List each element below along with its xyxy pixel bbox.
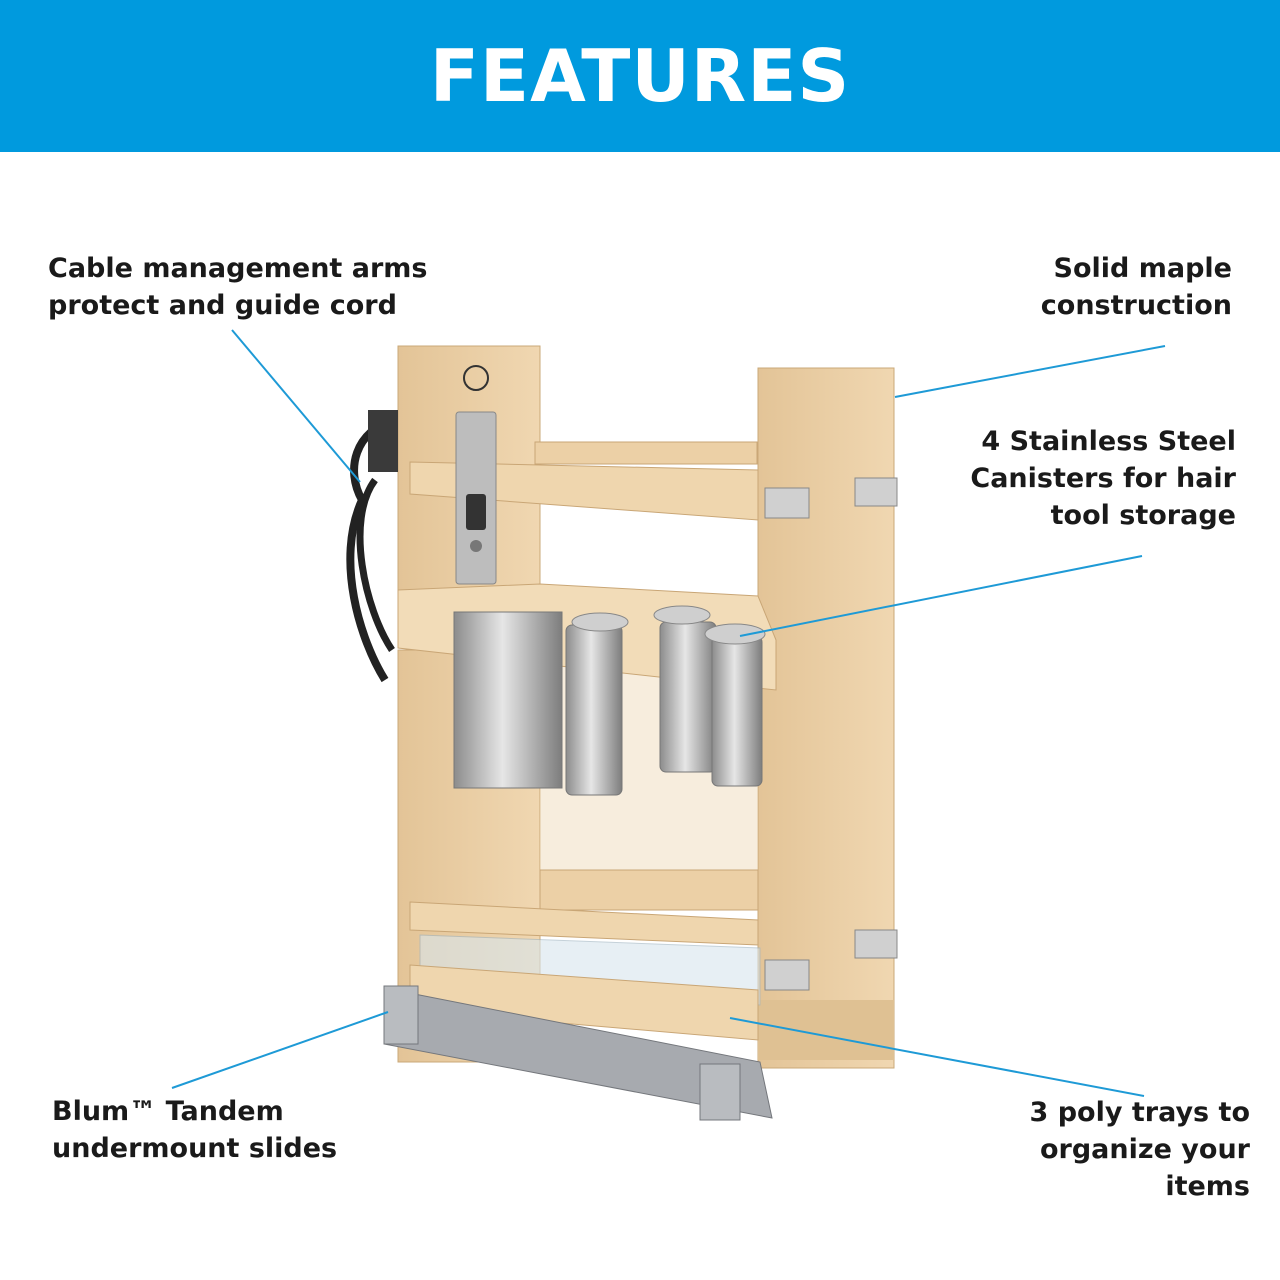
canister-square <box>453 611 563 789</box>
callout-solid-maple: Solid maple construction <box>1041 250 1232 324</box>
callout-canisters: 4 Stainless Steel Canisters for hair too… <box>970 423 1236 534</box>
callout-poly-trays: 3 poly trays to organize your items <box>1030 1094 1250 1205</box>
top-rail <box>409 461 759 521</box>
callout-line: tool storage <box>1050 500 1236 531</box>
page-title: FEATURES <box>429 34 851 118</box>
header-banner: FEATURES <box>0 0 1280 152</box>
callout-line: organize your <box>1039 1134 1250 1165</box>
power-cord <box>346 416 397 683</box>
callout-line: construction <box>1040 290 1232 321</box>
callout-line: Cable management arms <box>48 253 428 284</box>
leader-line-trays <box>729 1017 1145 1097</box>
lower-back-rail <box>539 869 759 911</box>
callout-line: Blum™ Tandem <box>52 1096 284 1127</box>
leader-line-cable <box>231 329 361 483</box>
brand-logo <box>463 365 489 391</box>
callout-cable-management: Cable management arms protect and guide … <box>48 250 427 324</box>
callout-line: Solid maple <box>1053 253 1232 284</box>
leader-line-canisters <box>739 555 1143 637</box>
leader-line-maple <box>894 345 1166 398</box>
callout-line: protect and guide cord <box>48 290 397 321</box>
callout-line: undermount slides <box>52 1133 338 1164</box>
callout-line: items <box>1165 1171 1250 1202</box>
callout-line: 3 poly trays to <box>1029 1097 1250 1128</box>
callout-line: 4 Stainless Steel <box>981 426 1236 457</box>
callout-slides: Blum™ Tandem undermount slides <box>52 1093 337 1167</box>
leader-line-slides <box>171 1011 389 1089</box>
callout-line: Canisters for hair <box>970 463 1236 494</box>
